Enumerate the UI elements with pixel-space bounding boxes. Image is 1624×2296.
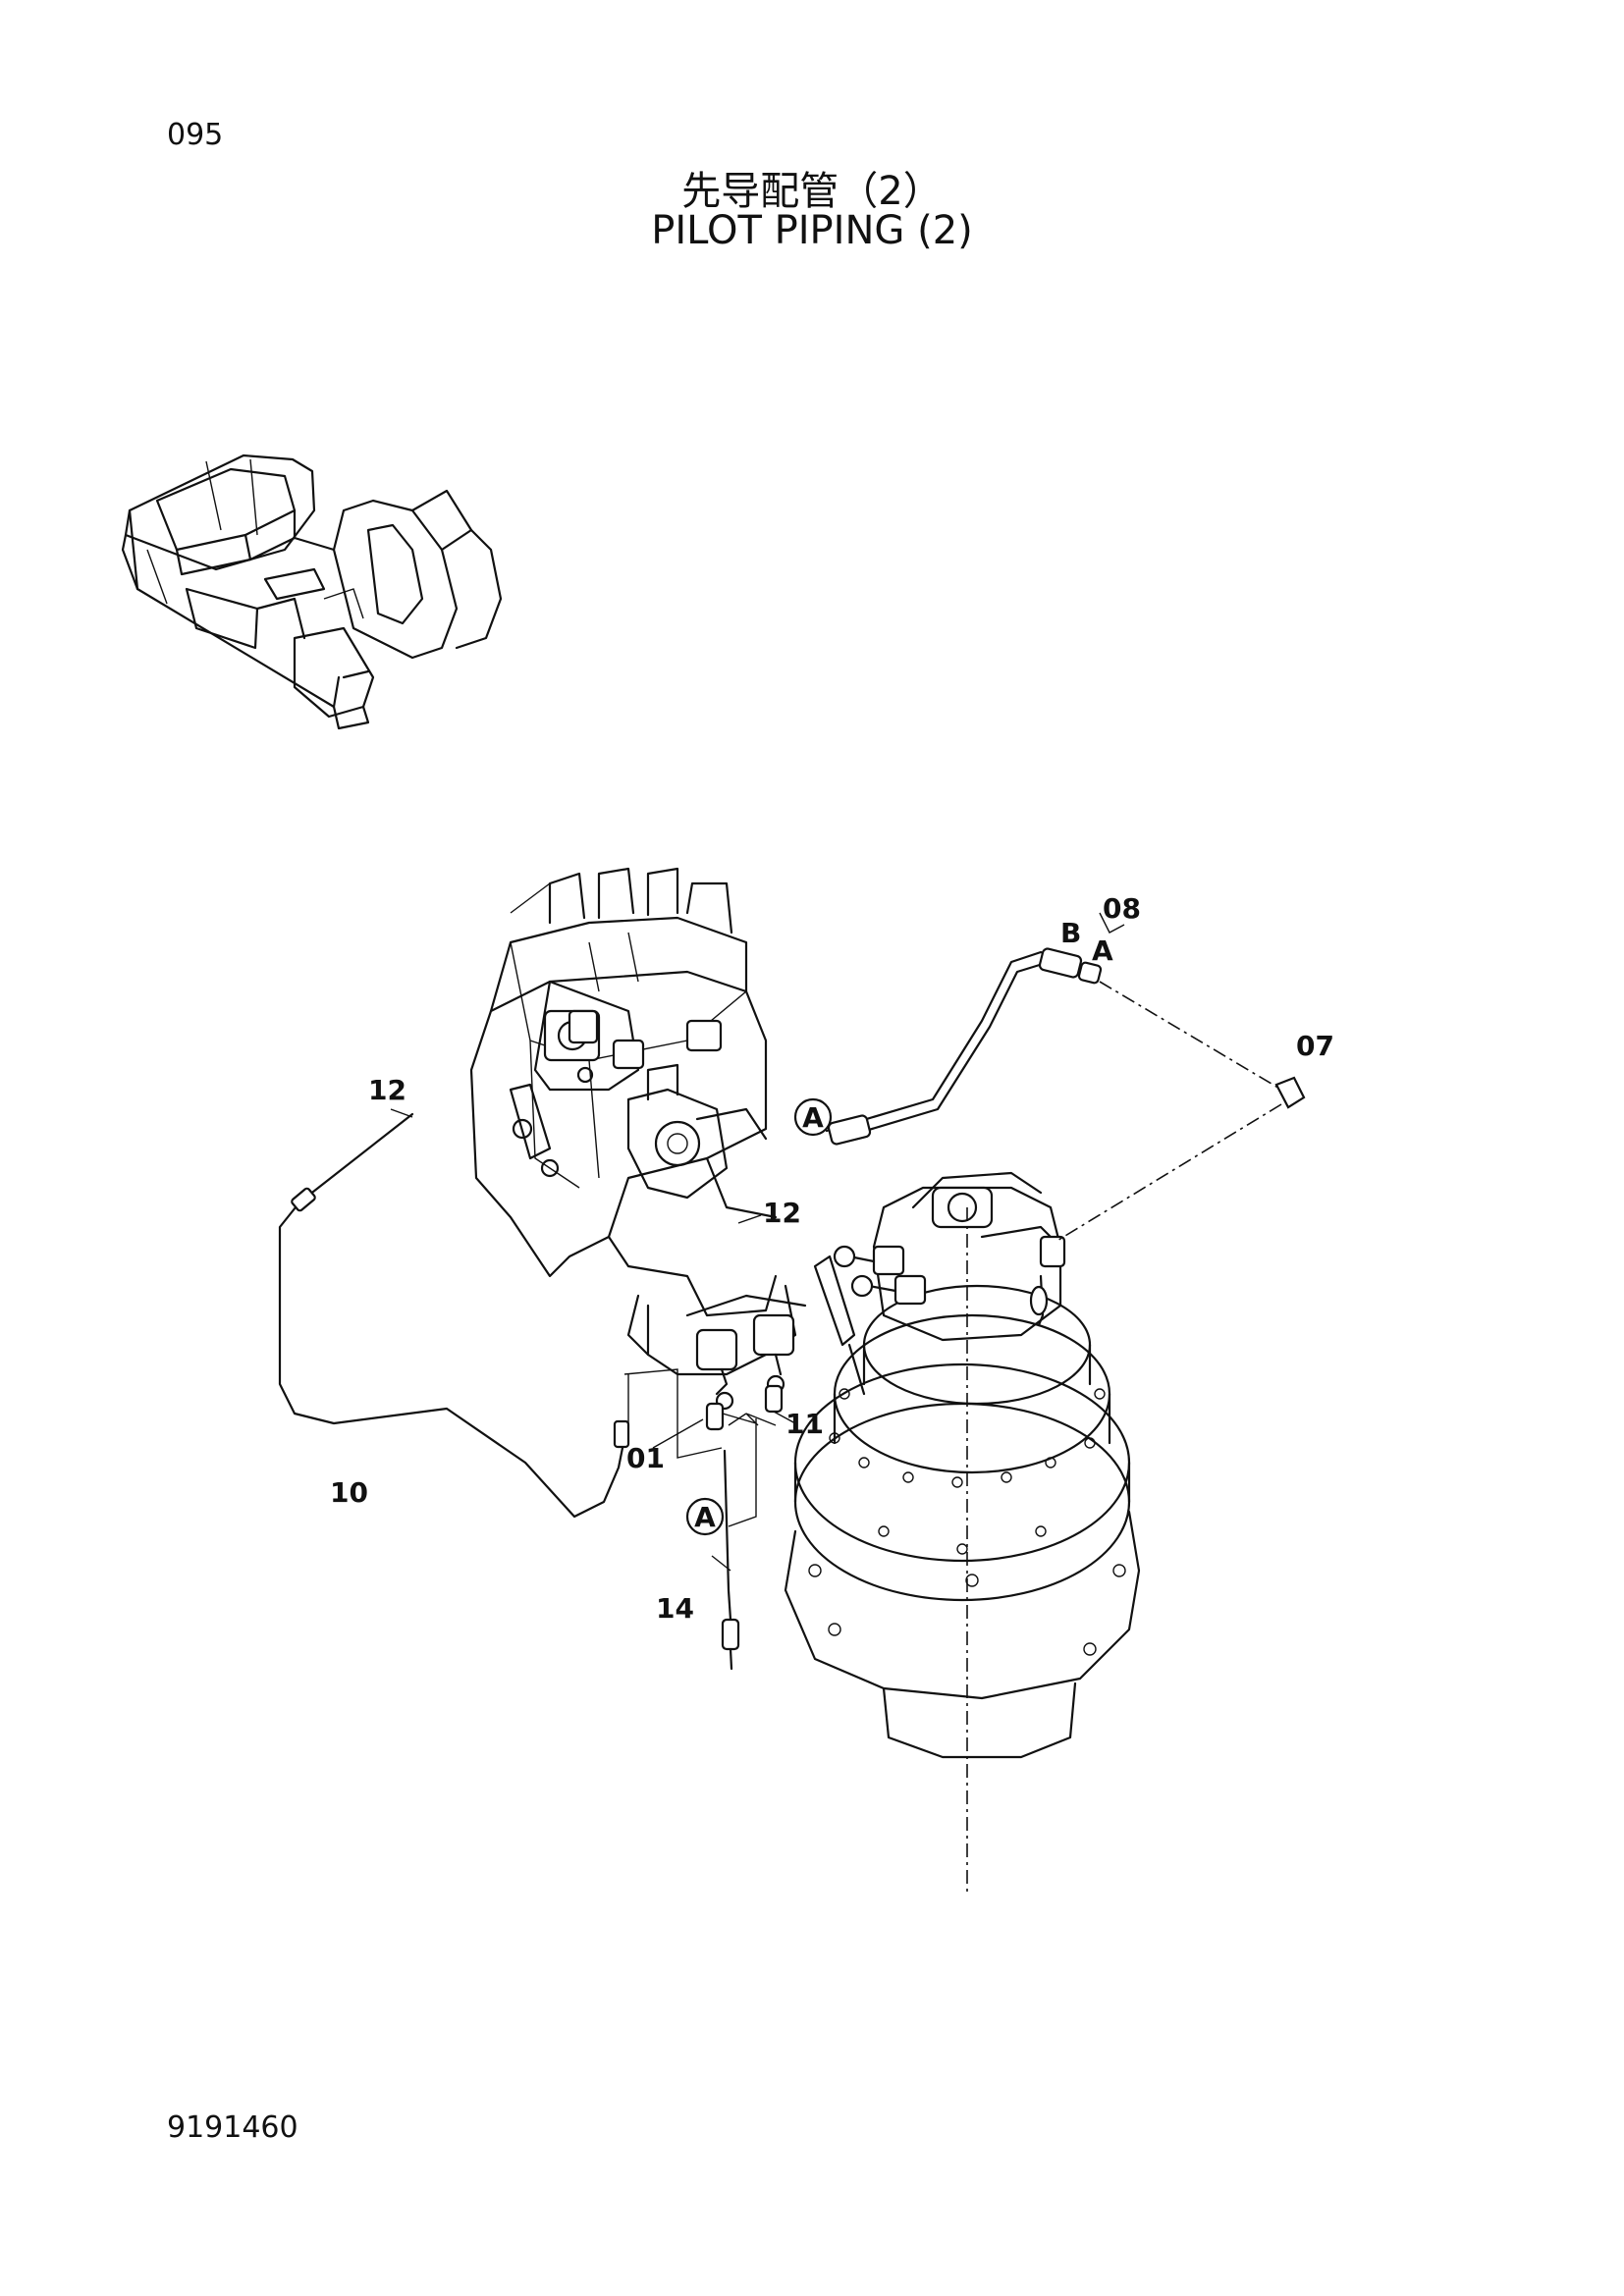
connection-marker-a-upper: A: [793, 1097, 833, 1137]
title-english: PILOT PIPING (2): [651, 208, 973, 253]
svg-text:A: A: [694, 1501, 716, 1533]
label-part-01: 01: [626, 1442, 665, 1474]
hose-08: [825, 947, 1282, 1146]
pipe-14: [721, 1449, 740, 1671]
label-connector-a: A: [1092, 934, 1113, 967]
swing-motor-assembly: [784, 1171, 1141, 1895]
label-part-12-right: 12: [763, 1197, 801, 1229]
title-chinese: 先导配管（2）: [681, 169, 943, 214]
label-part-08: 08: [1103, 892, 1141, 925]
label-part-07: 07: [1296, 1030, 1334, 1062]
label-part-10: 10: [330, 1476, 368, 1509]
label-connector-b: B: [1060, 917, 1081, 949]
label-part-12-left: 12: [368, 1074, 406, 1106]
leader-lines: [390, 912, 1125, 1572]
label-part-11: 11: [785, 1408, 824, 1440]
pipe-10: [278, 1112, 630, 1519]
excavator-keymap: [121, 454, 503, 730]
connection-marker-a-lower: A: [685, 1497, 725, 1536]
control-valve-assembly: [469, 867, 807, 1431]
document-number: 9191460: [167, 2110, 298, 2145]
svg-text:A: A: [802, 1101, 824, 1134]
label-part-14: 14: [656, 1592, 694, 1625]
elbow-07: [1055, 1076, 1306, 1243]
page-number: 095: [167, 118, 224, 152]
